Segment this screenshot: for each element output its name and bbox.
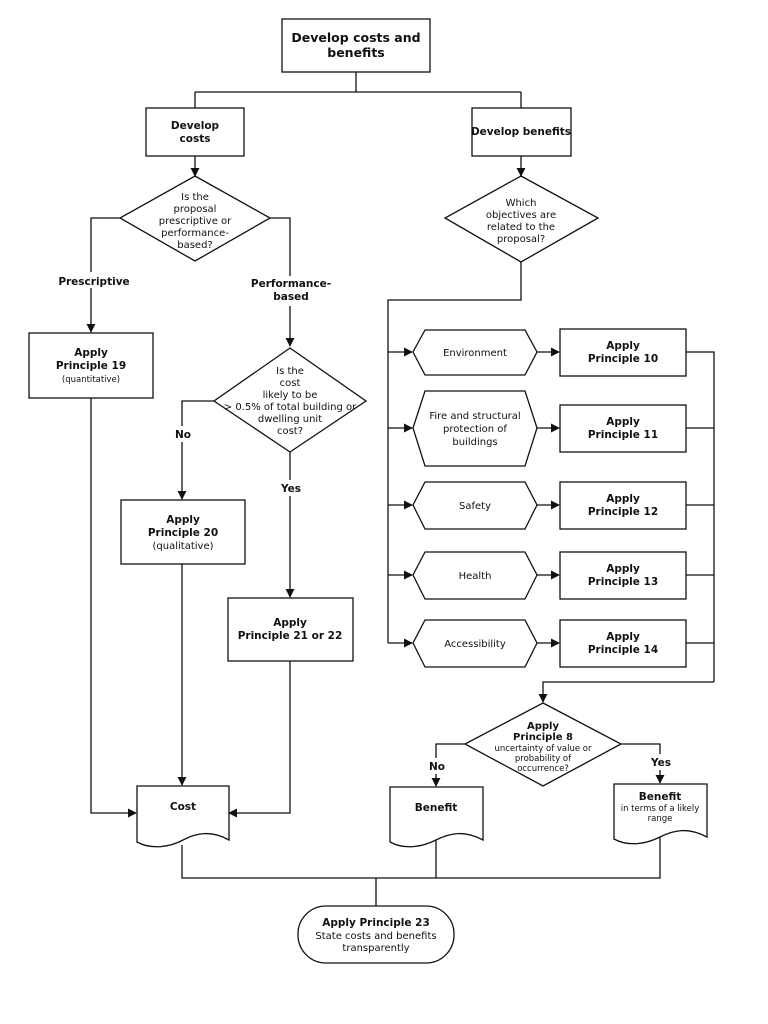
p12-line-1: Apply bbox=[606, 493, 640, 505]
principle-12-box: Apply Principle 12 bbox=[559, 481, 687, 530]
principle-21-22-box: Apply Principle 21 or 22 bbox=[227, 597, 354, 662]
objective-environment-label: Environment bbox=[443, 348, 507, 359]
develop-benefits-box: Develop benefits bbox=[471, 107, 572, 157]
principle-19-box: Apply Principle 19 (quantitative) bbox=[28, 332, 154, 399]
p8-line-4: probability of bbox=[515, 754, 572, 764]
label-prescriptive: Prescriptive bbox=[58, 276, 129, 288]
decision-type-line-4: performance- bbox=[161, 228, 229, 239]
decision-cost-line-6: cost? bbox=[277, 426, 303, 437]
principle-13-box: Apply Principle 13 bbox=[559, 551, 687, 600]
develop-costs-box: Develop costs bbox=[145, 107, 245, 157]
p10-line-2: Principle 10 bbox=[588, 353, 658, 365]
title-line-1: Develop costs and bbox=[291, 30, 420, 45]
principle-11-box: Apply Principle 11 bbox=[559, 404, 687, 453]
p19-note: (quantitative) bbox=[62, 375, 120, 385]
p12-line-2: Principle 12 bbox=[588, 506, 658, 518]
objective-health-label: Health bbox=[459, 571, 492, 582]
develop-benefits-label: Develop benefits bbox=[471, 126, 571, 138]
decision-cost-line-5: dwelling unit bbox=[258, 414, 322, 425]
p13-line-2: Principle 13 bbox=[588, 576, 658, 588]
label-performance-line-2: based bbox=[273, 291, 309, 303]
objective-fire-line-3: buildings bbox=[452, 437, 497, 448]
objective-safety: Safety bbox=[412, 481, 538, 530]
title-box: Develop costs and benefits bbox=[281, 18, 431, 73]
decision-type-line-1: Is the bbox=[181, 192, 209, 203]
label-yes-benefit: Yes bbox=[650, 757, 671, 769]
benefit-label: Benefit bbox=[415, 802, 458, 814]
benefit-range-title: Benefit bbox=[639, 791, 682, 803]
p20-note: (qualitative) bbox=[153, 541, 214, 552]
objective-fire-structural: Fire and structural protection of buildi… bbox=[412, 390, 538, 467]
label-no-cost: No bbox=[175, 429, 191, 441]
decision-principle-8: Apply Principle 8 uncertainty of value o… bbox=[463, 702, 623, 787]
principle-20-box: Apply Principle 20 (qualitative) bbox=[120, 499, 246, 565]
decision-proposal-type: Is the proposal prescriptive or performa… bbox=[118, 175, 272, 262]
benefit-range-line-1: in terms of a likely bbox=[621, 804, 700, 814]
p11-line-2: Principle 11 bbox=[588, 429, 658, 441]
decision-objectives-line-4: proposal? bbox=[497, 234, 545, 245]
decision-type-line-2: proposal bbox=[174, 204, 217, 215]
p8-line-2: Principle 8 bbox=[513, 732, 573, 743]
p8-line-5: occurrence? bbox=[517, 764, 569, 774]
objective-fire-line-2: protection of bbox=[443, 424, 507, 435]
principle-10-box: Apply Principle 10 bbox=[559, 328, 687, 377]
decision-objectives-line-2: objectives are bbox=[486, 210, 556, 221]
benefit-range-line-2: range bbox=[648, 814, 673, 824]
benefit-document: Benefit bbox=[389, 786, 484, 848]
decision-cost-line-2: cost bbox=[280, 378, 301, 389]
p19-line-1: Apply bbox=[74, 347, 108, 359]
label-yes-cost: Yes bbox=[280, 483, 301, 495]
p8-line-1: Apply bbox=[527, 721, 559, 732]
decision-cost-line-4: > 0.5% of total building or bbox=[224, 402, 357, 413]
title-line-2: benefits bbox=[327, 45, 384, 60]
label-no-benefit: No bbox=[429, 761, 445, 773]
decision-cost-threshold: Is the cost likely to be > 0.5% of total… bbox=[212, 347, 368, 453]
develop-costs-line-1: Develop bbox=[171, 120, 220, 132]
principle-14-box: Apply Principle 14 bbox=[559, 619, 687, 668]
p2122-line-2: Principle 21 or 22 bbox=[238, 630, 343, 642]
decision-objectives-line-1: Which bbox=[506, 198, 537, 209]
p23-line-2: transparently bbox=[342, 943, 409, 954]
p19-line-2: Principle 19 bbox=[56, 360, 126, 372]
decision-objectives: Which objectives are related to the prop… bbox=[443, 175, 600, 263]
decision-cost-line-1: Is the bbox=[276, 366, 304, 377]
decision-type-line-5: based? bbox=[177, 240, 213, 251]
decision-type-line-3: prescriptive or bbox=[159, 216, 232, 227]
p20-line-2: Principle 20 bbox=[148, 527, 218, 539]
principle-23-terminator: Apply Principle 23 State costs and benef… bbox=[297, 905, 455, 964]
label-performance-line-1: Performance- bbox=[251, 278, 331, 290]
objective-accessibility-label: Accessibility bbox=[444, 639, 506, 650]
cost-document: Cost bbox=[136, 785, 230, 848]
p8-line-3: uncertainty of value or bbox=[494, 744, 592, 754]
objective-fire-line-1: Fire and structural bbox=[429, 411, 520, 422]
decision-objectives-line-3: related to the bbox=[487, 222, 555, 233]
p2122-line-1: Apply bbox=[273, 617, 307, 629]
p13-line-1: Apply bbox=[606, 563, 640, 575]
benefit-range-document: Benefit in terms of a likely range bbox=[613, 783, 708, 845]
p10-line-1: Apply bbox=[606, 340, 640, 352]
p14-line-2: Principle 14 bbox=[588, 644, 658, 656]
objective-safety-label: Safety bbox=[459, 501, 491, 512]
p23-line-1: State costs and benefits bbox=[315, 931, 436, 942]
p11-line-1: Apply bbox=[606, 416, 640, 428]
objective-health: Health bbox=[412, 551, 538, 600]
p23-title: Apply Principle 23 bbox=[322, 917, 430, 929]
cost-label: Cost bbox=[170, 801, 196, 813]
p14-line-1: Apply bbox=[606, 631, 640, 643]
develop-costs-line-2: costs bbox=[180, 133, 211, 145]
objective-environment: Environment bbox=[412, 329, 538, 376]
decision-cost-line-3: likely to be bbox=[263, 390, 318, 401]
objective-accessibility: Accessibility bbox=[412, 619, 538, 668]
p20-line-1: Apply bbox=[166, 514, 200, 526]
